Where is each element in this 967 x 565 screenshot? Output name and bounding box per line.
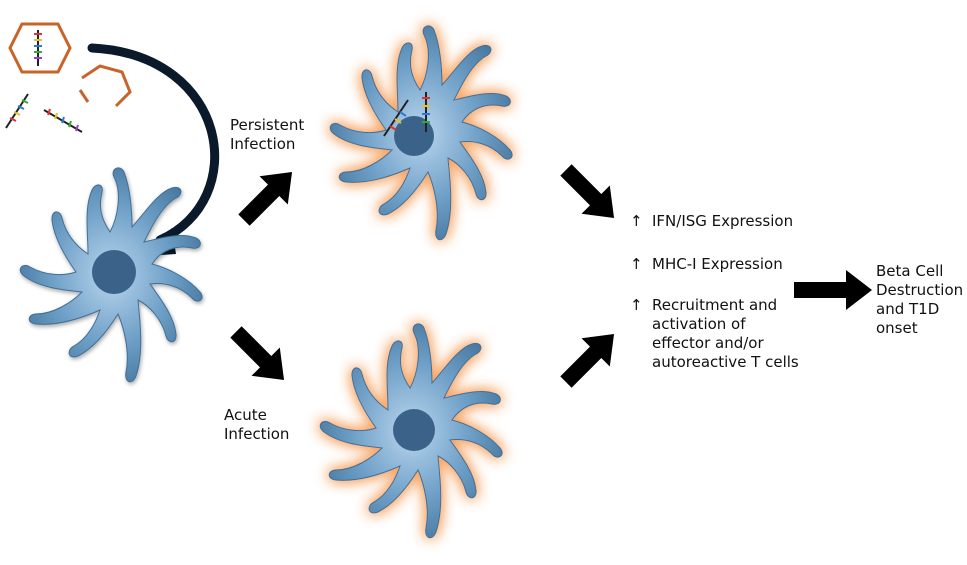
outcome-text: Beta Cell Destruction and T1D onset xyxy=(876,262,964,337)
arrow-to-persistent xyxy=(238,171,293,226)
arrow-acute-to-effects xyxy=(560,333,615,388)
virus-capsid-icon xyxy=(8,22,72,74)
up-arrow-icon: ↑ xyxy=(630,255,643,273)
up-arrow-icon: ↑ xyxy=(630,296,643,314)
nucleus xyxy=(92,250,136,294)
nucleus xyxy=(393,409,435,451)
label-persistent-infection: Persistent Infection xyxy=(230,116,305,153)
beta-cell-persistent xyxy=(329,25,513,241)
open-capsid-icon xyxy=(78,64,132,108)
arrow-to-acute xyxy=(230,326,285,381)
label-acute-infection: Acute Infection xyxy=(224,406,290,443)
beta-cell-initial xyxy=(19,167,203,383)
effect-mhc-i: ↑ MHC-I Expression xyxy=(630,255,783,273)
rna-strand-icon xyxy=(383,92,430,137)
virus-particles xyxy=(5,22,132,133)
rna-strand-icon xyxy=(43,108,83,133)
effect-t-cell-recruitment: ↑ Recruitment and activation of effector… xyxy=(630,296,799,371)
beta-cell-acute xyxy=(319,323,503,539)
up-arrow-icon: ↑ xyxy=(630,212,643,230)
nucleus xyxy=(394,116,434,156)
arrow-persistent-to-effects xyxy=(560,164,615,219)
arrow-to-outcome xyxy=(794,270,872,310)
rna-strand-icon xyxy=(5,93,29,129)
effect-ifn-isg: ↑ IFN/ISG Expression xyxy=(630,212,794,230)
